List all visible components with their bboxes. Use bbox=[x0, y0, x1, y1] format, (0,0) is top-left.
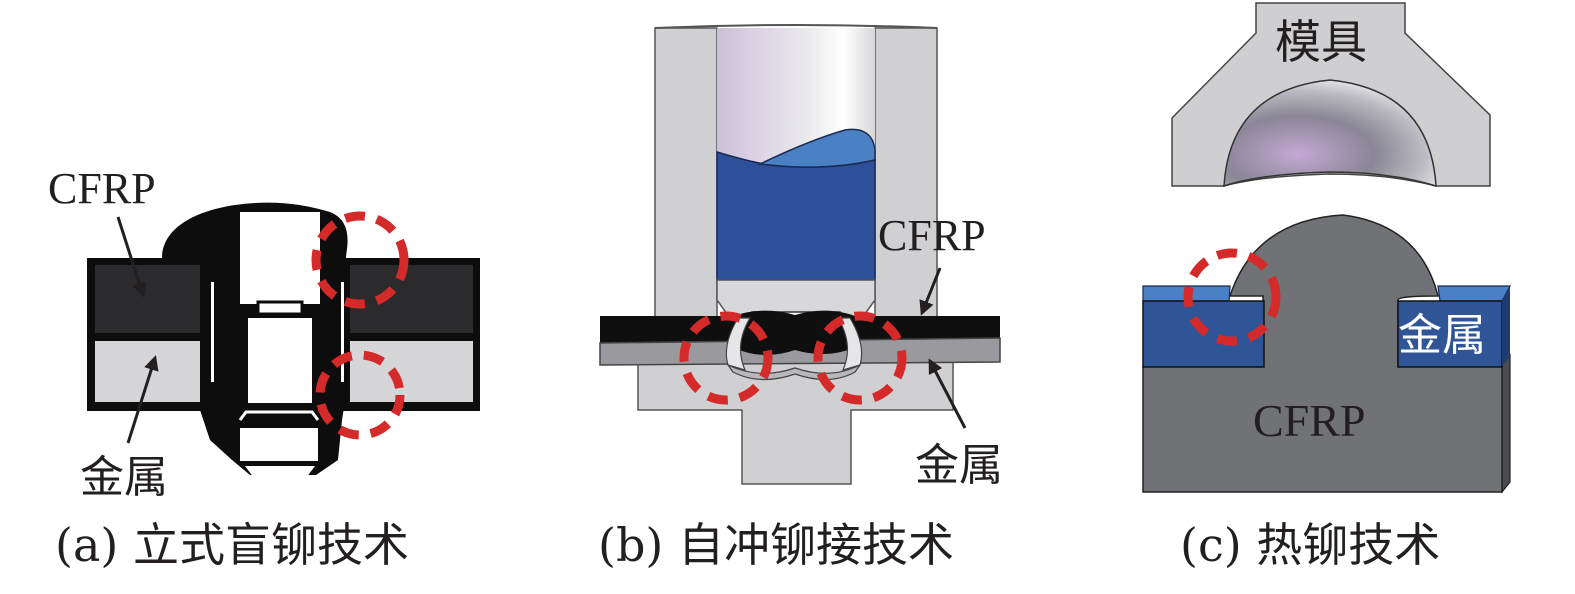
rivet-cavity-top bbox=[240, 212, 320, 304]
metal-right-top bbox=[1437, 285, 1511, 302]
highlight-circle bbox=[679, 311, 773, 405]
joint-legs bbox=[725, 317, 863, 371]
panel-b-self-piercing-rivet: CFRP 金属 bbox=[599, 24, 1003, 490]
rivet-blue-body bbox=[716, 150, 876, 281]
arrow-cfrp-a bbox=[116, 216, 147, 298]
label-metal-c: 金属 bbox=[1398, 311, 1486, 360]
rivet-mandrel-shank bbox=[248, 318, 312, 403]
blank-holder-right bbox=[874, 27, 938, 319]
panel-c-hot-riveting: 模具 金属 CFRP bbox=[1142, 2, 1511, 494]
metal-right bbox=[1397, 300, 1503, 368]
punch-top-edge bbox=[654, 24, 938, 29]
rivet-bottom-chamfer bbox=[245, 466, 315, 478]
rivet-mandrel-tip bbox=[256, 300, 304, 316]
metal-right-side bbox=[1502, 286, 1510, 366]
rivet-gap-right bbox=[341, 282, 344, 382]
die-cavity bbox=[1223, 79, 1437, 188]
left-cfrp-layer bbox=[95, 265, 202, 333]
cfrp-side-face bbox=[1501, 353, 1511, 494]
right-metal-layer bbox=[350, 341, 473, 402]
highlight-circle bbox=[1183, 248, 1281, 346]
caption-a: (a) 立式盲铆技术 bbox=[55, 518, 409, 572]
label-die: 模具 bbox=[1275, 17, 1367, 68]
highlight-circle bbox=[813, 311, 907, 405]
label-metal-b: 金属 bbox=[915, 441, 1003, 490]
panel-a-blind-rivet: CFRP 金属 bbox=[48, 164, 480, 502]
joint-deformation bbox=[728, 310, 860, 355]
right-cfrp-layer bbox=[350, 265, 473, 333]
arrow-metal-a bbox=[126, 355, 159, 444]
rivet-lower-cavity bbox=[240, 428, 318, 461]
caption-b: (b) 自冲铆接技术 bbox=[598, 518, 954, 572]
rivet-chamfer-line bbox=[238, 410, 320, 421]
label-cfrp-c: CFRP bbox=[1253, 395, 1366, 446]
label-cfrp-a: CFRP bbox=[48, 164, 156, 213]
label-metal-a: 金属 bbox=[80, 453, 168, 502]
rivet-gap-left bbox=[211, 282, 214, 382]
caption-c: (c) 热铆技术 bbox=[1180, 518, 1441, 572]
arrow-metal-b bbox=[928, 358, 967, 429]
left-metal-layer bbox=[95, 341, 202, 402]
rivet-blue-head bbox=[757, 128, 876, 168]
highlight-circle bbox=[311, 211, 409, 309]
label-cfrp-b: CFRP bbox=[878, 211, 986, 260]
die bbox=[637, 361, 954, 485]
highlight-circle bbox=[315, 350, 405, 440]
blank-holder-left bbox=[654, 27, 718, 319]
arrow-cfrp-b bbox=[919, 267, 942, 316]
